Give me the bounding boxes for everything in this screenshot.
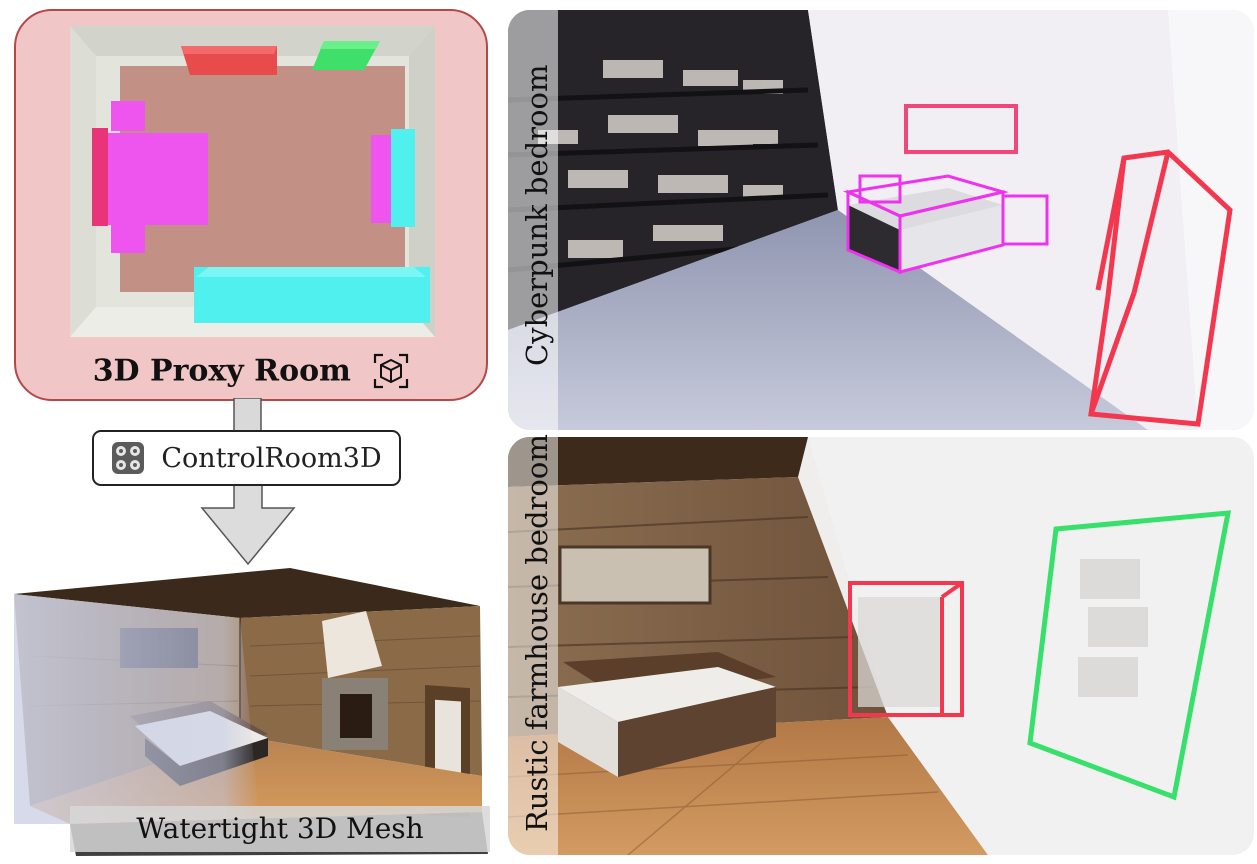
rustic-render — [508, 437, 1254, 855]
render-panel-cyberpunk — [508, 10, 1254, 430]
render-label-rustic: Rustic farmhouse bedroom — [520, 434, 554, 832]
proxy-room-title-row: 3D Proxy Room — [14, 352, 488, 389]
controlroom3d-logo-icon — [112, 442, 145, 474]
magenta-nightstand — [111, 101, 145, 131]
cyan-wardrobe — [391, 129, 415, 227]
method-label: ControlRoom3D — [161, 442, 382, 474]
magenta-bed — [108, 133, 208, 225]
watertight-mesh-render — [14, 568, 488, 856]
magenta-headboard — [92, 128, 108, 226]
proxy-room-title: 3D Proxy Room — [92, 353, 351, 389]
mesh-caption: Watertight 3D Mesh — [70, 806, 490, 852]
render-panel-rustic — [508, 437, 1254, 855]
cyberpunk-render — [508, 10, 1254, 430]
render-label-cyberpunk: Cyberpunk bedroom — [520, 64, 554, 366]
method-label-box: ControlRoom3D — [92, 430, 401, 486]
magenta-nightstand — [111, 223, 145, 253]
magenta-wall-object — [371, 135, 391, 223]
down-arrow — [200, 398, 296, 566]
cube-scan-icon — [374, 353, 409, 389]
proxy-room-top-view — [70, 26, 435, 337]
